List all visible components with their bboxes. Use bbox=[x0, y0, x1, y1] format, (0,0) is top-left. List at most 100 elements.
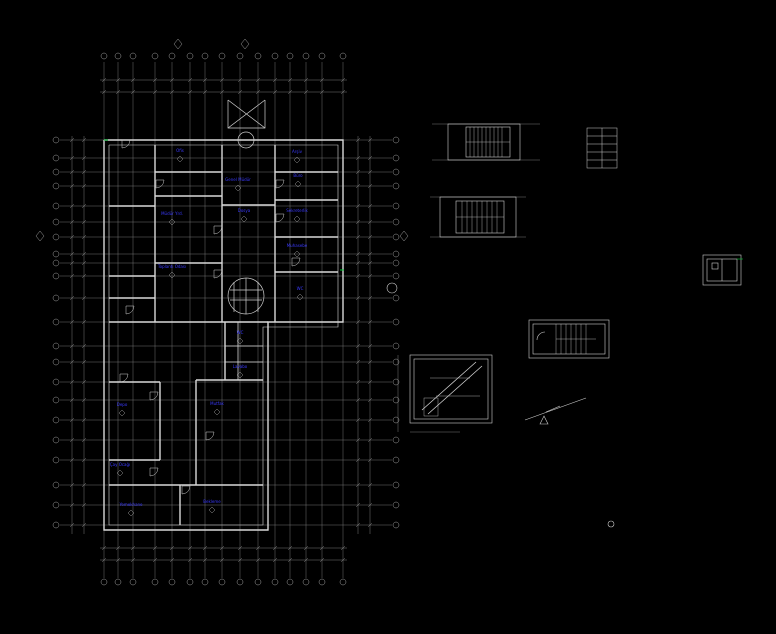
dimension-tick bbox=[237, 77, 243, 83]
dimension-tick bbox=[367, 437, 373, 443]
door-swing bbox=[275, 213, 285, 223]
grid-bubble bbox=[236, 578, 244, 586]
grid-bubble bbox=[52, 436, 60, 444]
grid-bubble bbox=[392, 456, 400, 464]
dimension-tick bbox=[355, 457, 361, 463]
dimension-tick bbox=[81, 273, 87, 279]
dimension-tick bbox=[101, 89, 107, 95]
grid-bubble bbox=[302, 52, 310, 60]
grid-bubble bbox=[392, 136, 400, 144]
dimension-tick bbox=[69, 379, 75, 385]
grid-bubble bbox=[186, 52, 194, 60]
grid-bubble bbox=[339, 578, 347, 586]
dimension-tick bbox=[355, 169, 361, 175]
elevation-tag bbox=[236, 371, 244, 379]
grid-bubble bbox=[339, 52, 347, 60]
dimension-tick bbox=[81, 260, 87, 266]
grid-bubble bbox=[392, 342, 400, 350]
dimension-tick bbox=[69, 295, 75, 301]
elevation-tag bbox=[208, 506, 216, 514]
grid-bubble bbox=[218, 578, 226, 586]
dimension-tick bbox=[81, 295, 87, 301]
grid-bubble bbox=[392, 396, 400, 404]
room-label-r8: Muhasebe bbox=[287, 243, 308, 248]
grid-bubble bbox=[52, 233, 60, 241]
section-detail bbox=[397, 354, 493, 433]
grid-bubble bbox=[52, 250, 60, 258]
dimension-tick bbox=[255, 545, 261, 551]
grid-bubble bbox=[392, 294, 400, 302]
grid-bubble bbox=[392, 259, 400, 267]
stair-detail-2 bbox=[430, 196, 526, 238]
grid-bubble bbox=[52, 272, 60, 280]
grid-bubble bbox=[52, 259, 60, 267]
section-marker bbox=[173, 38, 183, 50]
grid-bubble bbox=[52, 168, 60, 176]
grid-bubble bbox=[392, 481, 400, 489]
dimension-tick bbox=[355, 417, 361, 423]
dimension-tick bbox=[81, 183, 87, 189]
dimension-tick bbox=[303, 557, 309, 563]
dimension-tick bbox=[69, 359, 75, 365]
dimension-tick bbox=[69, 502, 75, 508]
room-label-r17: Dosya bbox=[238, 208, 251, 213]
dimension-tick bbox=[287, 545, 293, 551]
elevation-tag bbox=[293, 156, 301, 164]
dimension-tick bbox=[272, 545, 278, 551]
grid-bubble bbox=[52, 358, 60, 366]
dimension-tick bbox=[287, 557, 293, 563]
dimension-tick bbox=[130, 557, 136, 563]
dimension-tick bbox=[101, 557, 107, 563]
grid-bubble bbox=[52, 416, 60, 424]
grid-bubble bbox=[286, 578, 294, 586]
dimension-tick bbox=[69, 397, 75, 403]
dimension-tick bbox=[355, 234, 361, 240]
dimension-tick bbox=[187, 77, 193, 83]
dimension-tick bbox=[287, 77, 293, 83]
dimension-tick bbox=[115, 557, 121, 563]
elevation-tag bbox=[293, 250, 301, 258]
dimension-tick bbox=[355, 522, 361, 528]
grid-bubble bbox=[52, 182, 60, 190]
dimension-tick bbox=[237, 89, 243, 95]
door-swing bbox=[155, 179, 165, 189]
dimension-tick bbox=[81, 219, 87, 225]
dimension-tick bbox=[81, 417, 87, 423]
dimension-tick bbox=[115, 89, 121, 95]
room-label-r6: Toplantı Odası bbox=[157, 264, 186, 269]
north-arrow-symbol bbox=[386, 282, 615, 528]
dimension-tick bbox=[319, 545, 325, 551]
elevation-tag bbox=[236, 337, 244, 345]
dimension-tick bbox=[355, 295, 361, 301]
grid-bubble bbox=[129, 52, 137, 60]
grid-bubble bbox=[52, 456, 60, 464]
dimension-tick bbox=[152, 557, 158, 563]
dimension-tick bbox=[319, 557, 325, 563]
dimension-tick bbox=[69, 457, 75, 463]
dimension-tick bbox=[69, 155, 75, 161]
elevation-tag bbox=[168, 271, 176, 279]
grid-bubble bbox=[392, 182, 400, 190]
dimension-tick bbox=[367, 379, 373, 385]
dimension-tick bbox=[130, 77, 136, 83]
room-label-r15: Yemekhane bbox=[118, 502, 143, 507]
room-label-r2: Arşiv bbox=[292, 149, 303, 154]
dimension-tick bbox=[219, 545, 225, 551]
entrance-canopy bbox=[227, 99, 266, 149]
dimension-tick bbox=[187, 89, 193, 95]
dimension-tick bbox=[272, 89, 278, 95]
grid-bubble bbox=[201, 52, 209, 60]
dimension-tick bbox=[255, 77, 261, 83]
grid-bubble bbox=[392, 168, 400, 176]
dimension-tick bbox=[355, 437, 361, 443]
dimension-tick bbox=[303, 545, 309, 551]
grid-bubble bbox=[114, 578, 122, 586]
dimension-tick bbox=[319, 77, 325, 83]
grid-bubble bbox=[52, 294, 60, 302]
dimension-tick bbox=[69, 522, 75, 528]
grid-bubble bbox=[52, 202, 60, 210]
door-swing bbox=[119, 373, 129, 383]
grid-bubble bbox=[392, 358, 400, 366]
elevation-tag bbox=[168, 218, 176, 226]
